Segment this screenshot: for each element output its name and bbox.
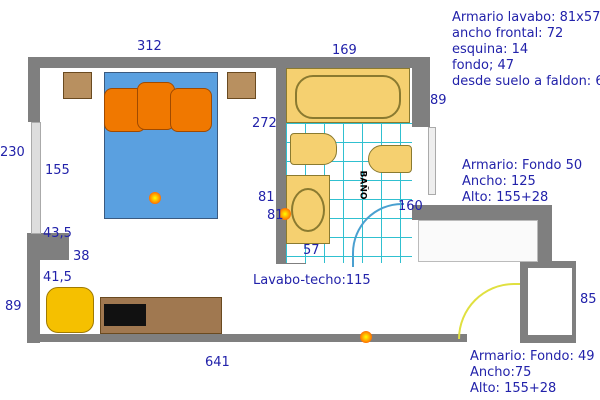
pillow (137, 82, 175, 130)
wall-left-lower (27, 233, 40, 343)
note-line: Ancho: 125 (462, 174, 536, 189)
dim-label: 85 (580, 292, 597, 307)
pillow (170, 88, 212, 132)
bathtub (286, 68, 410, 123)
bath-label: BAÑO (357, 170, 368, 200)
wall-top (28, 57, 430, 68)
nightstand-left (63, 72, 92, 99)
dim-label: 38 (73, 249, 90, 264)
note-line: Ancho:75 (470, 365, 532, 380)
dim-label: 641 (205, 355, 230, 370)
armchair (46, 287, 94, 333)
dim-label: 89 (5, 299, 22, 314)
note-line: desde suelo a faldon: 6 (452, 74, 600, 89)
wall-left-upper (28, 57, 40, 122)
closet-2 (528, 268, 572, 335)
dim-label: 230 (0, 145, 25, 160)
dim-label: 89 (430, 93, 447, 108)
dim-label: 43,5 (43, 226, 72, 241)
toilet (290, 133, 337, 165)
note-line: Alto: 155+28 (470, 381, 557, 396)
marker-icon (149, 192, 161, 204)
note-closet-2: Armario: Fondo: 49 Ancho:75 Alto: 155+28 (470, 349, 595, 397)
wall-closet1-right (538, 205, 552, 263)
note-line: ancho frontal: 72 (452, 26, 564, 41)
dim-label: 57 (303, 243, 320, 258)
dim-label: 160 (398, 199, 423, 214)
wall-bath-left (276, 68, 286, 264)
dim-label: 41,5 (43, 270, 72, 285)
wall-right-upper (412, 57, 430, 127)
bidet (368, 145, 412, 173)
window (31, 122, 41, 234)
note-sink-cabinet: Armario lavabo: 81x57 ancho frontal: 72 … (452, 10, 600, 90)
dim-label: 155 (45, 163, 70, 178)
sink-note: Lavabo-techo:115 (253, 273, 371, 288)
dim-label: 81 (258, 190, 275, 205)
wall-closet1 (412, 205, 552, 220)
sink-cabinet (286, 175, 330, 244)
note-line: esquina: 14 (452, 42, 529, 57)
closet-1 (418, 220, 538, 262)
wall-bottom (27, 334, 467, 342)
note-line: Armario: Fondo: 49 (470, 349, 595, 364)
note-line: Armario lavabo: 81x57 (452, 10, 600, 25)
desk-chair (104, 304, 146, 326)
nightstand-right (227, 72, 256, 99)
note-closet-1: Armario: Fondo 50 Ancho: 125 Alto: 155+2… (462, 158, 582, 206)
dim-label: 169 (332, 43, 357, 58)
bath-window (428, 127, 436, 195)
dim-label: 81 (267, 208, 284, 223)
room-door-swing (458, 283, 520, 339)
desk (100, 297, 222, 334)
note-line: Armario: Fondo 50 (462, 158, 583, 173)
dim-label: 272 (252, 116, 277, 131)
note-line: Alto: 155+28 (462, 190, 549, 205)
marker-icon (360, 331, 372, 343)
marker-icon (279, 208, 291, 220)
dim-label: 312 (137, 39, 162, 54)
note-line: fondo; 47 (452, 58, 515, 73)
